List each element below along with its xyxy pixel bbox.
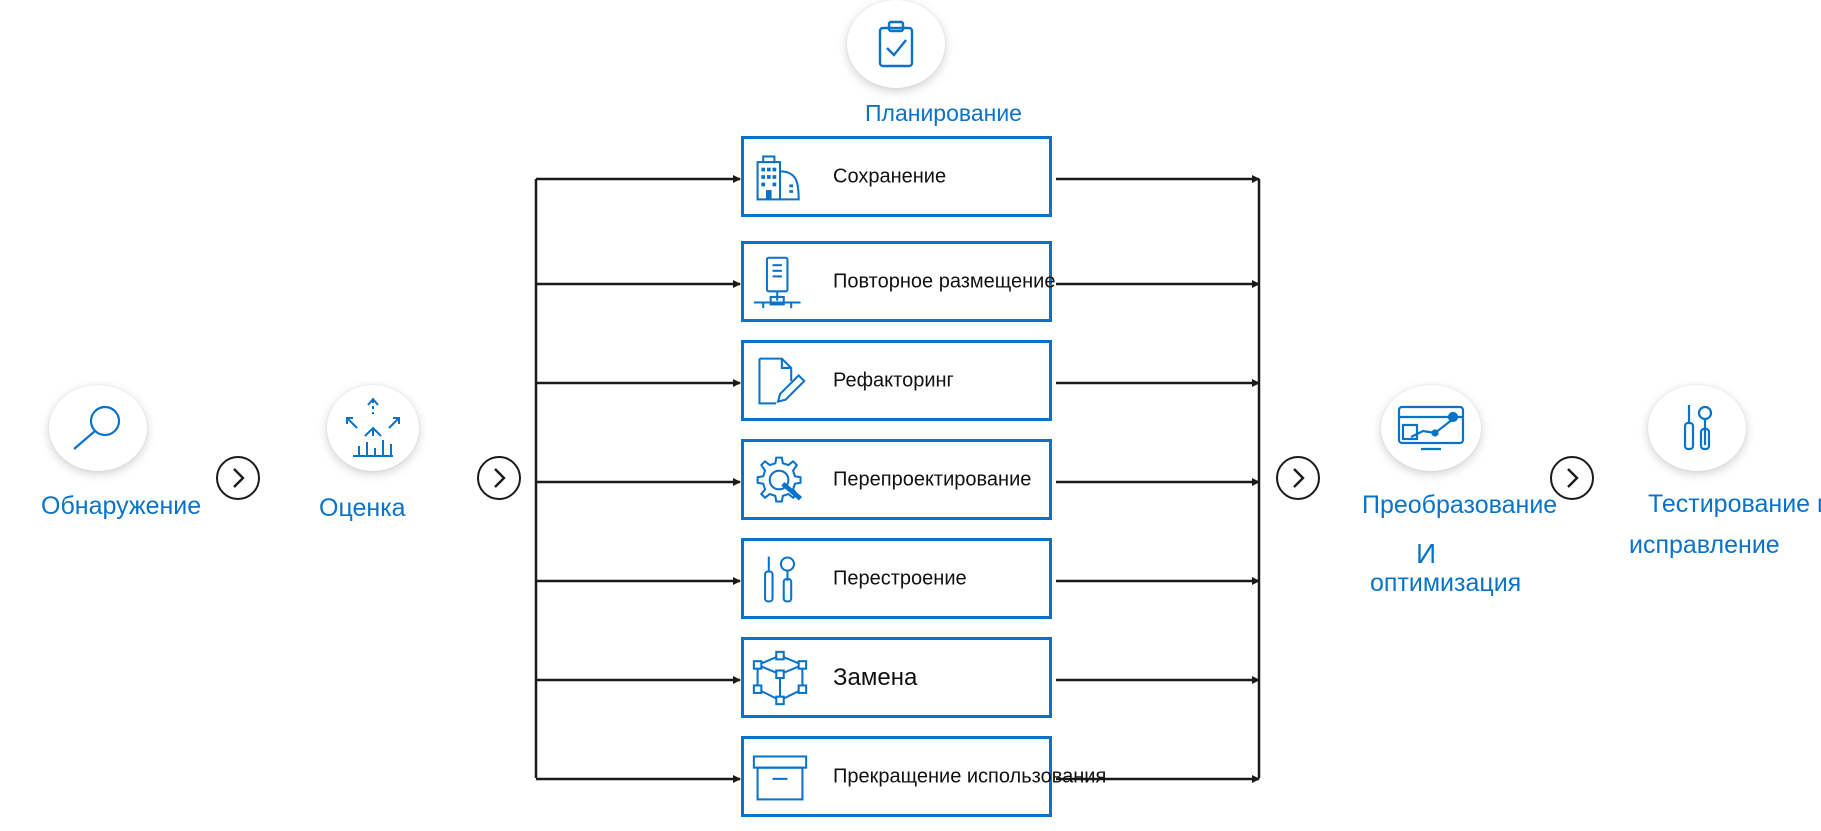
transform-label-2: И xyxy=(1416,538,1437,569)
magnifier-icon xyxy=(73,405,121,450)
chevron-right-icon xyxy=(477,456,521,500)
assess-circle xyxy=(327,385,419,471)
strategy-box: Прекращение использования xyxy=(741,736,1106,817)
server-network-icon xyxy=(753,256,801,309)
strategy-box: Перестроение xyxy=(741,538,1052,619)
clipboard-check-icon xyxy=(878,20,914,68)
strategy-box: Сохранение xyxy=(741,136,1052,217)
test-label-2: исправление xyxy=(1629,531,1780,559)
strategy-label: Сохранение xyxy=(833,165,947,187)
strategy-label: Замена xyxy=(833,663,918,691)
discover-circle xyxy=(49,385,147,471)
strategy-label: Перестроение xyxy=(833,567,967,589)
transform-circle xyxy=(1381,385,1481,471)
strategy-label: Прекращение использования xyxy=(833,765,1107,787)
test-label-1: Тестирование и xyxy=(1648,490,1821,518)
transform-label-3: оптимизация xyxy=(1370,569,1522,597)
strategy-box: Рефакторинг xyxy=(741,340,1052,421)
assess-label: Оценка xyxy=(319,494,406,522)
strategy-label: Повторное размещение xyxy=(833,270,1056,292)
expand-arrows-chart-icon xyxy=(346,397,400,457)
document-edit-icon xyxy=(758,357,806,405)
strategy-label: Перепроектирование xyxy=(833,468,1032,490)
chevron-right-icon xyxy=(1550,456,1594,500)
strategy-box: Замена xyxy=(741,637,1052,718)
chevron-right-icon xyxy=(1276,456,1320,500)
dashboard-chart-icon xyxy=(1397,405,1465,451)
strategy-box: Перепроектирование xyxy=(741,439,1052,520)
plan-label: Планирование xyxy=(865,100,1022,126)
tools-icon xyxy=(1683,405,1713,451)
test-circle xyxy=(1648,385,1746,471)
chevron-right-icon xyxy=(216,456,260,500)
building-icon xyxy=(756,155,800,201)
strategy-box: Повторное размещение xyxy=(741,241,1056,322)
gear-wrench-icon xyxy=(756,456,803,503)
discover-label: Обнаружение xyxy=(41,492,202,520)
archive-box-icon xyxy=(752,755,808,801)
plan-circle xyxy=(847,0,945,88)
strategy-label: Рефакторинг xyxy=(833,369,954,391)
tools-icon xyxy=(764,556,796,603)
cube-nodes-icon xyxy=(752,650,808,706)
transform-label-1: Преобразование xyxy=(1362,491,1558,519)
